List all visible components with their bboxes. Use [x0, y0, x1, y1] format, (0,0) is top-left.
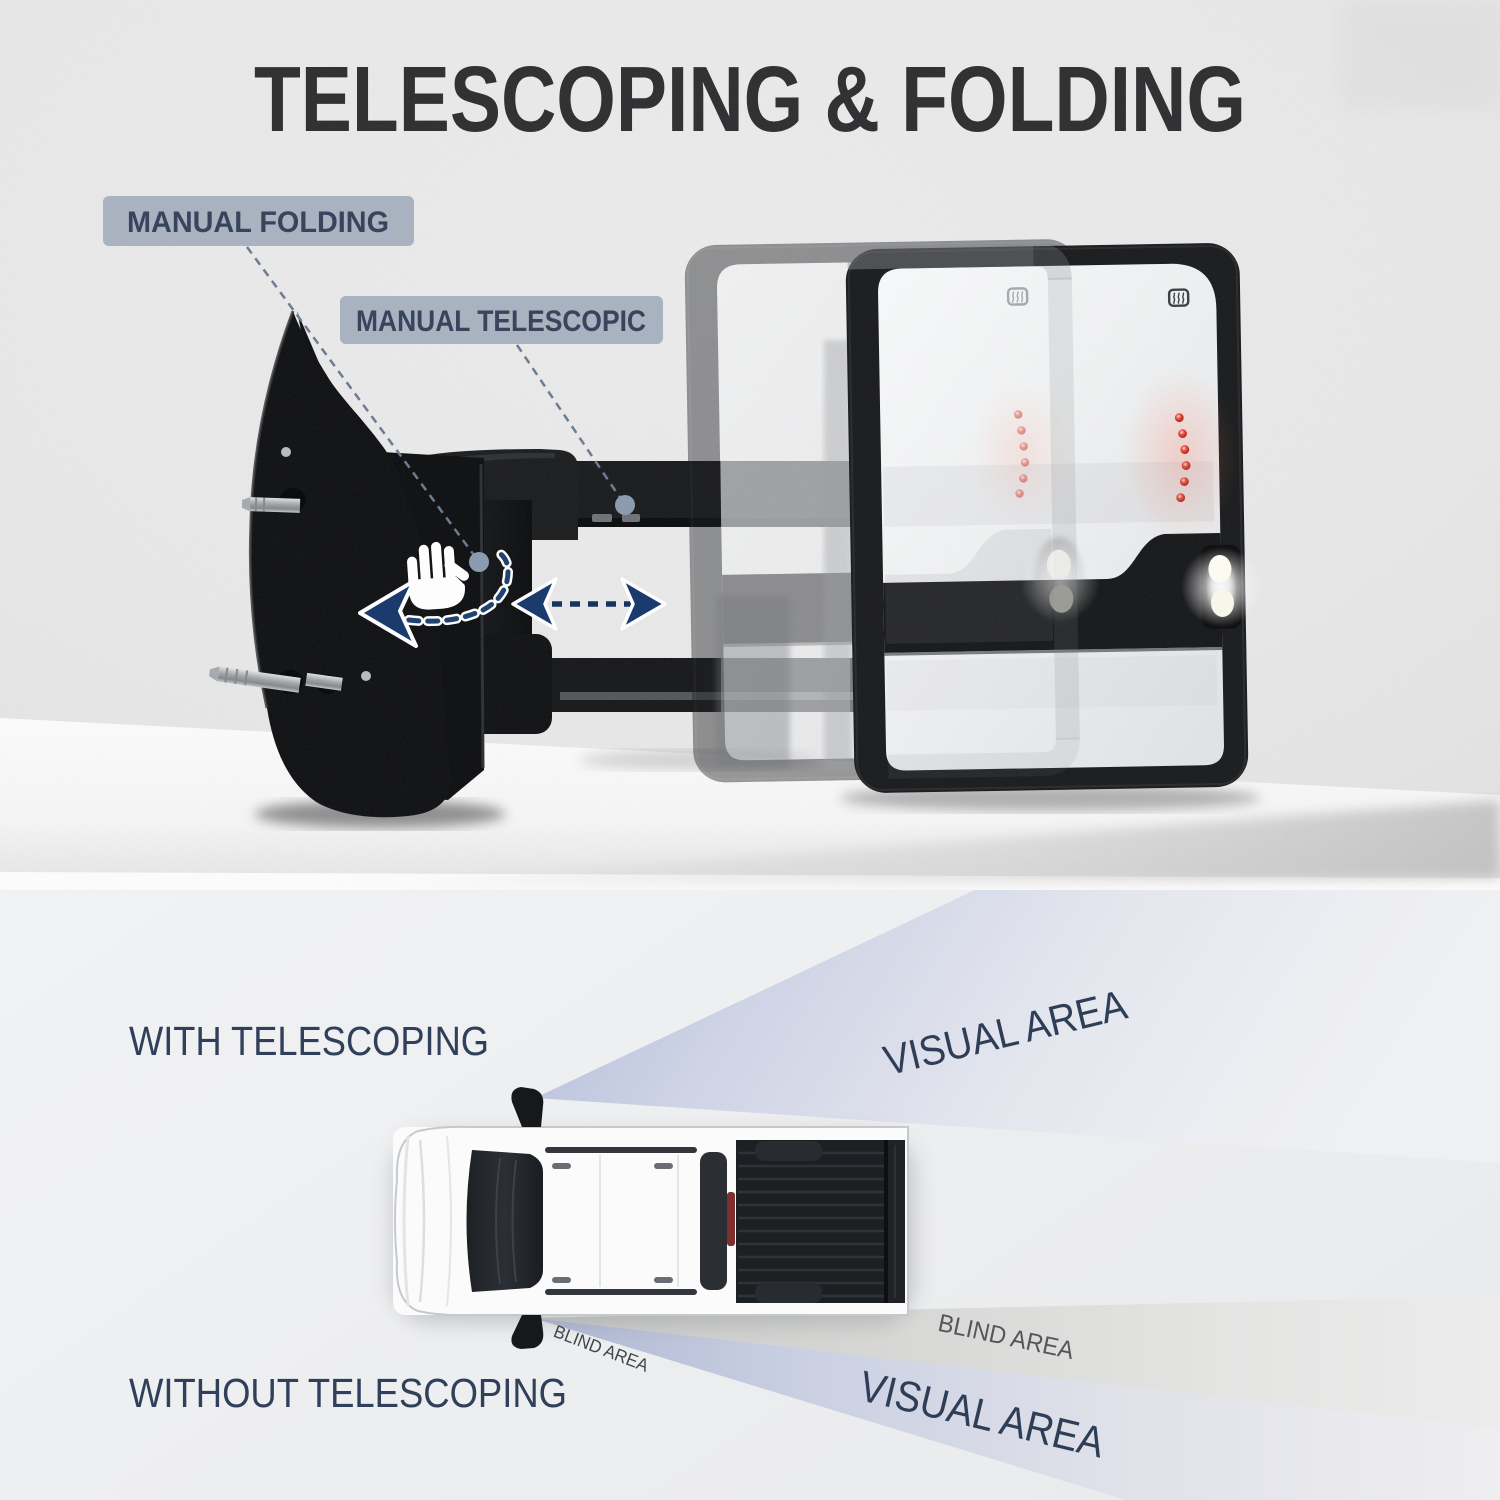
svg-text:WITH TELESCOPING: WITH TELESCOPING	[129, 1018, 489, 1064]
svg-text:WITHOUT TELESCOPING: WITHOUT TELESCOPING	[129, 1370, 567, 1416]
